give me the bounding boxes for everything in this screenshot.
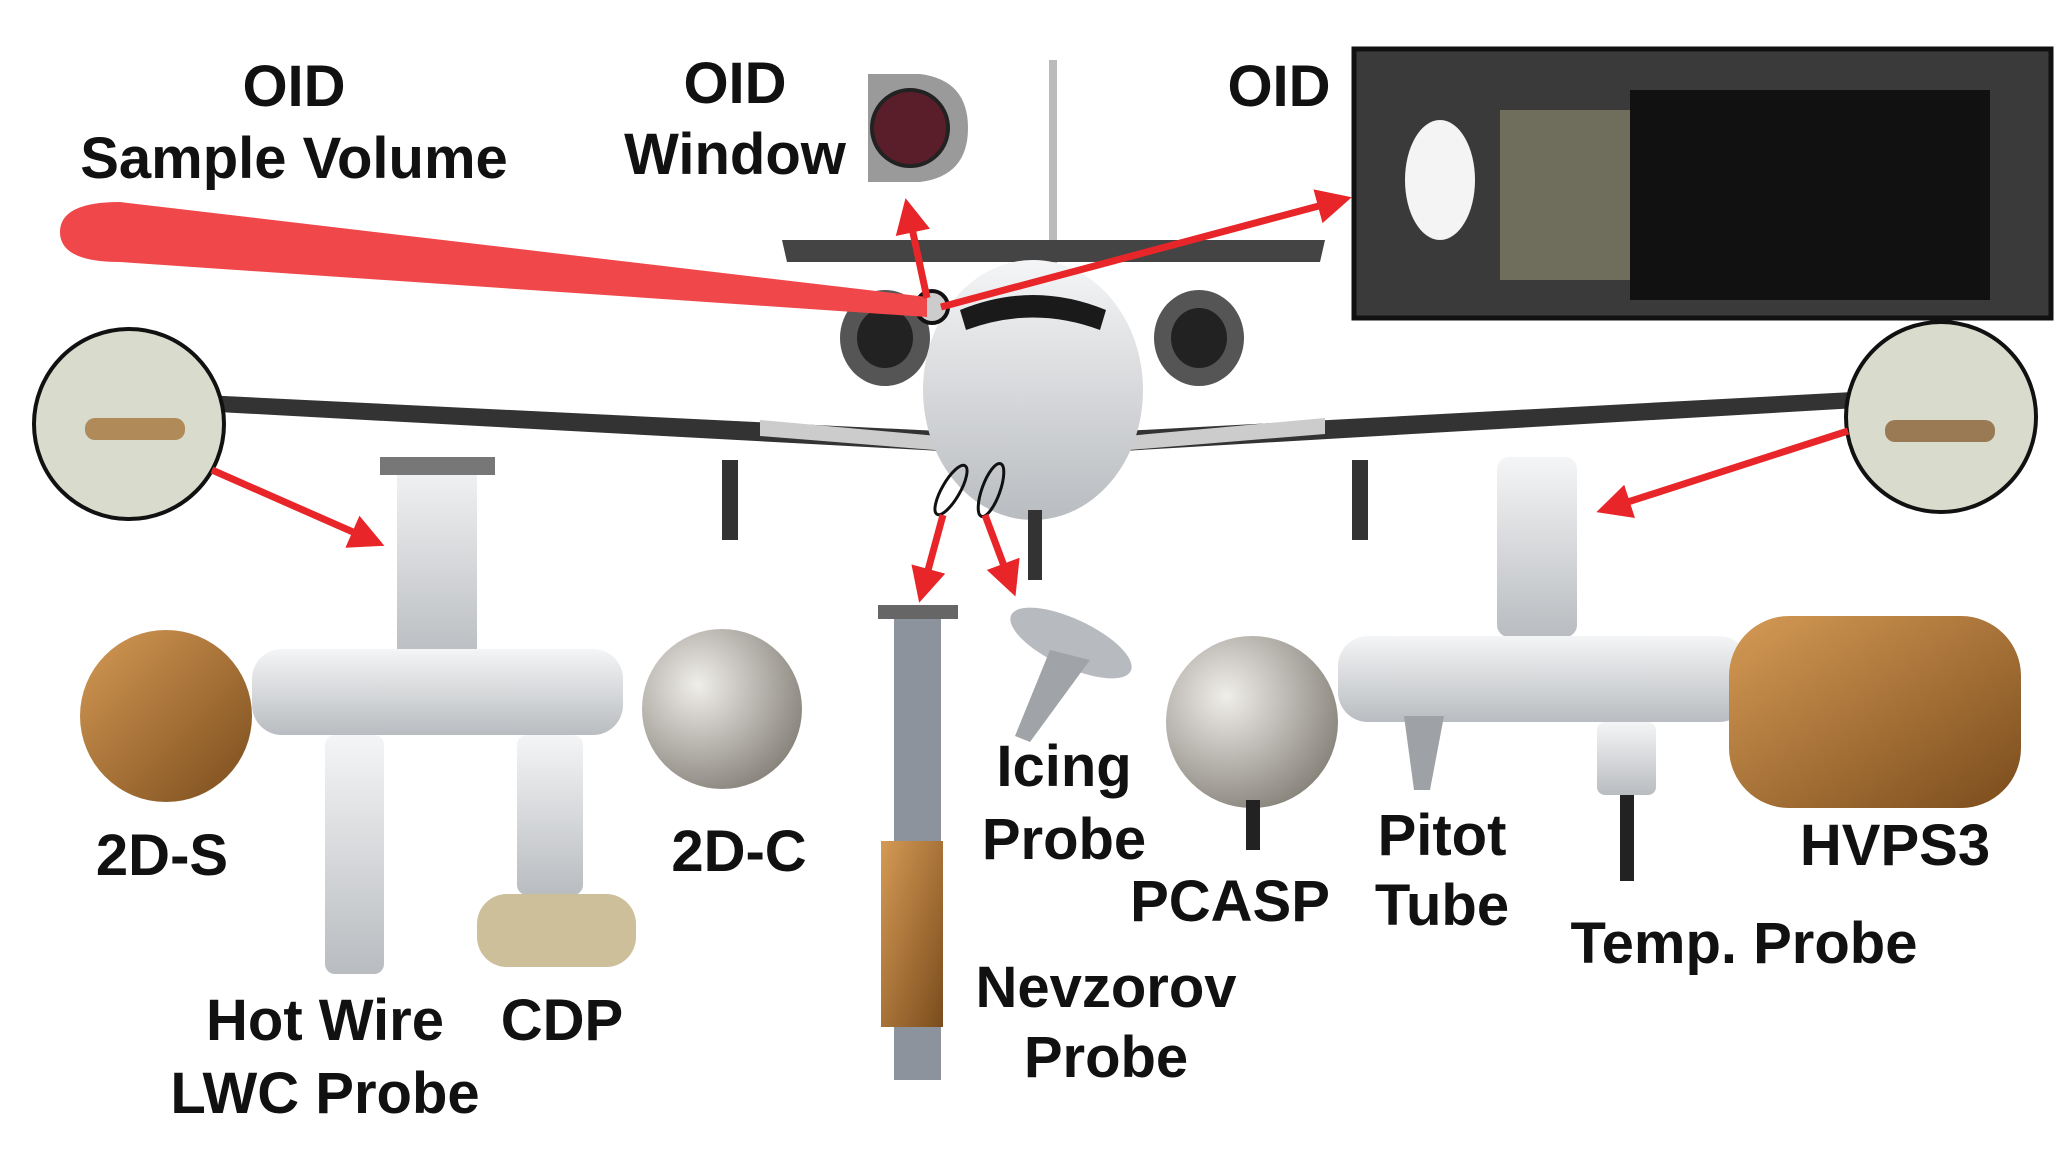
2d-s-probe: [80, 630, 252, 802]
left-wing: [60, 388, 960, 452]
pitot-tube: [1404, 716, 1444, 790]
label-oid-window-2: Window: [624, 122, 847, 187]
right-pylon-assembly: [1166, 457, 2021, 881]
label-cdp: CDP: [501, 988, 623, 1053]
label-hot-wire-1: Hot Wire: [206, 988, 444, 1053]
right-wing: [1105, 386, 1965, 452]
oid-sample-volume-beam: [60, 202, 927, 317]
hvps3-probe: [1729, 616, 2021, 808]
callout-arrows: [210, 189, 1850, 603]
label-icing-1: Icing: [996, 734, 1131, 799]
label-pitot-2: Tube: [1375, 873, 1509, 938]
2d-c-probe: [642, 629, 802, 789]
label-hvps3: HVPS3: [1800, 813, 1990, 878]
oid-window-image: [868, 74, 968, 182]
icing-probe: [1010, 607, 1132, 742]
horizontal-stabilizer: [782, 240, 1325, 262]
right-gear: [1352, 460, 1368, 540]
left-gear: [722, 460, 738, 540]
nevzorov-probe: [878, 605, 958, 1080]
label-nevzorov-1: Nevzorov: [975, 955, 1236, 1020]
tail-fin: [1049, 60, 1057, 270]
hot-wire-probe: [325, 735, 384, 974]
right-wing-probe-callout: [1844, 320, 2038, 514]
pcasp-probe: [1166, 636, 1338, 808]
nose-gear: [1028, 510, 1042, 580]
label-nevzorov-2: Probe: [1024, 1025, 1188, 1090]
label-oid-window-1: OID: [683, 51, 786, 116]
label-hot-wire-2: LWC Probe: [170, 1061, 479, 1126]
label-pcasp: PCASP: [1130, 869, 1330, 934]
label-oid-sample-volume-2: Sample Volume: [80, 126, 508, 191]
label-oid: OID: [1227, 54, 1330, 119]
label-2d-s: 2D-S: [96, 823, 228, 888]
label-temp-probe: Temp. Probe: [1571, 911, 1918, 976]
temp-probe: [1597, 722, 1656, 795]
cockpit-window: [960, 295, 1106, 330]
left-pylon-assembly: [80, 457, 802, 974]
label-pitot-1: Pitot: [1378, 803, 1507, 868]
cdp-probe: [517, 735, 583, 895]
label-oid-sample-volume-1: OID: [242, 54, 345, 119]
oid-photo: [1351, 46, 2054, 321]
aircraft: [60, 60, 1965, 580]
label-icing-2: Probe: [982, 807, 1146, 872]
label-2d-c: 2D-C: [671, 819, 806, 884]
